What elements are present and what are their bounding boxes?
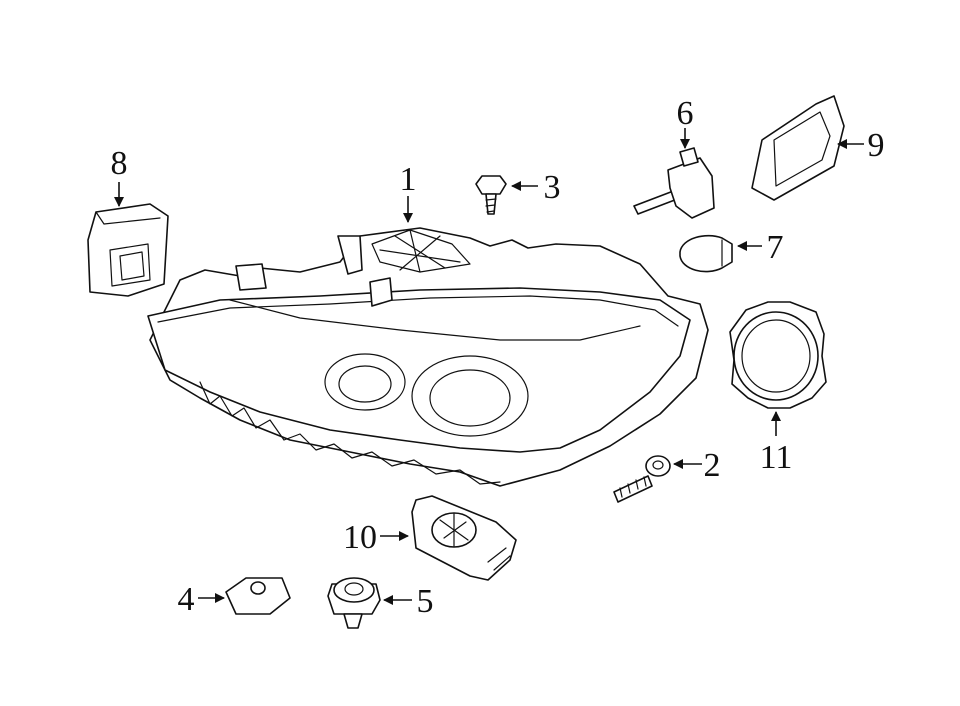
bolt-part-2 xyxy=(613,455,702,503)
cover-part-9 xyxy=(751,95,864,201)
callout-10: 10 xyxy=(343,519,377,556)
callout-6: 6 xyxy=(677,95,694,132)
headlamp-assembly xyxy=(147,196,709,487)
ballast-part-10 xyxy=(380,495,517,581)
callout-9: 9 xyxy=(868,127,885,164)
callout-5: 5 xyxy=(417,583,434,620)
adjuster-part-5 xyxy=(327,577,412,629)
callout-3: 3 xyxy=(544,169,561,206)
dust-cap-part-11 xyxy=(729,301,827,436)
screw-part-3 xyxy=(475,175,538,215)
bulb-part-7 xyxy=(679,234,762,273)
callout-2: 2 xyxy=(704,447,721,484)
callout-11: 11 xyxy=(760,439,793,476)
bulb-part-6 xyxy=(633,128,715,219)
callout-1: 1 xyxy=(400,161,417,198)
control-module-part-8 xyxy=(87,182,169,297)
clip-part-4 xyxy=(198,577,291,615)
callout-4: 4 xyxy=(178,581,195,618)
callout-8: 8 xyxy=(111,145,128,182)
callout-7: 7 xyxy=(767,229,784,266)
